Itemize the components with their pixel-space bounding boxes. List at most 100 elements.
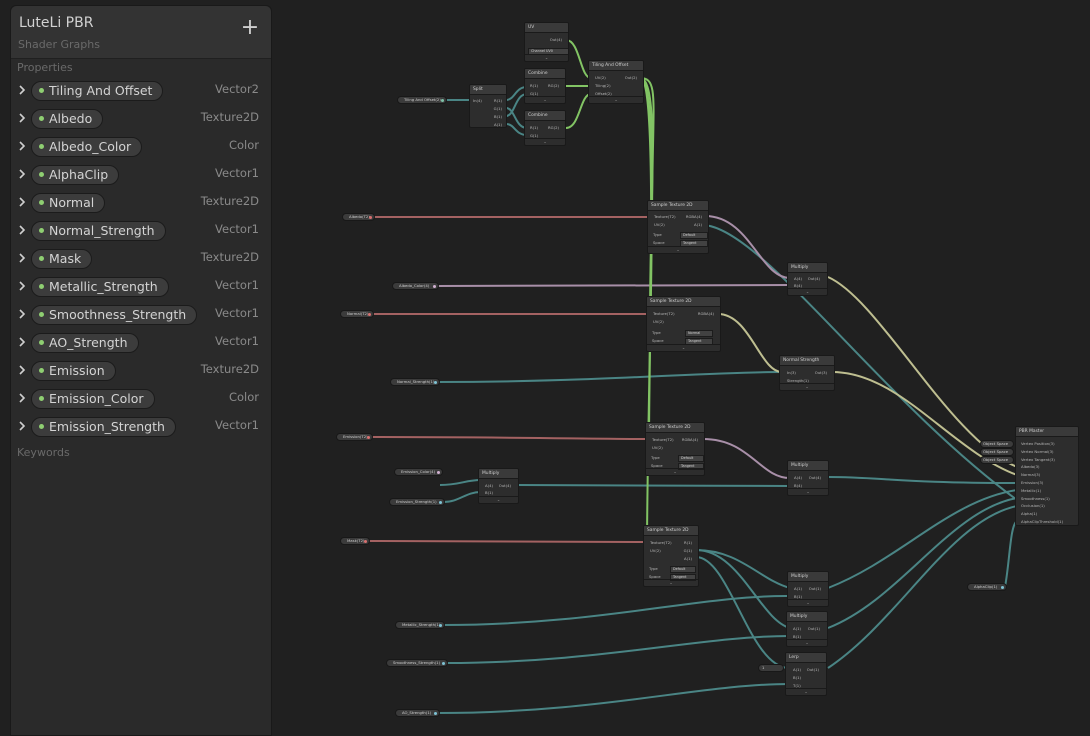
- chevron-right-icon[interactable]: [17, 139, 27, 153]
- lerp-a-default-value-field[interactable]: 1: [758, 664, 784, 672]
- node-collapse-chevron-icon[interactable]: ⌄: [787, 639, 827, 646]
- vertex-normal-space-field[interactable]: Object Space: [980, 448, 1014, 456]
- chevron-right-icon[interactable]: [17, 279, 27, 293]
- space-dropdown[interactable]: Tangent: [678, 463, 704, 470]
- vertex-tangent-space-field[interactable]: Object Space: [980, 456, 1014, 464]
- chevron-right-icon[interactable]: [17, 83, 27, 97]
- property-node-albedo[interactable]: Albedo(T2): [342, 213, 375, 221]
- chevron-right-icon[interactable]: [17, 223, 27, 237]
- chevron-right-icon[interactable]: [17, 111, 27, 125]
- property-pill[interactable]: AlphaClip: [31, 165, 120, 185]
- sample-texture-emission-node[interactable]: Sample Texture 2D Texture(T2) UV(2) RGBA…: [645, 422, 705, 476]
- property-node-alphaclip[interactable]: AlphaClip(1): [967, 583, 1007, 591]
- node-collapse-chevron-icon[interactable]: ⌄: [647, 344, 720, 351]
- sample-texture-albedo-node[interactable]: Sample Texture 2D Texture(T2) UV(2) RGBA…: [647, 200, 709, 254]
- node-collapse-chevron-icon[interactable]: ⌄: [525, 54, 568, 61]
- node-collapse-chevron-icon[interactable]: ⌄: [648, 246, 708, 253]
- normal-strength-node[interactable]: Normal Strength In(3) Strength(1) Out(3)…: [779, 355, 835, 391]
- tiling-and-offset-node[interactable]: Tiling And Offset UV(2) Tiling(2) Offset…: [588, 60, 644, 104]
- node-collapse-chevron-icon[interactable]: ⌄: [525, 96, 565, 103]
- property-pill[interactable]: Emission_Color: [31, 389, 155, 409]
- property-pill[interactable]: Tiling And Offset: [31, 81, 164, 101]
- tiling-offset-port-label: Offset(2): [595, 91, 612, 96]
- node-collapse-chevron-icon[interactable]: ⌄: [525, 138, 565, 145]
- type-dropdown[interactable]: Default: [680, 232, 708, 239]
- multiply-albedo-node[interactable]: Multiply A(4) B(4) Out(4) ⌄: [787, 262, 828, 296]
- node-collapse-chevron-icon[interactable]: ⌄: [589, 96, 643, 103]
- node-collapse-chevron-icon[interactable]: ⌄: [479, 496, 518, 503]
- sample-texture-normal-node[interactable]: Sample Texture 2D Texture(T2) UV(2) RGBA…: [646, 296, 721, 352]
- property-pill[interactable]: Metallic_Strength: [31, 277, 169, 297]
- node-title: Sample Texture 2D: [646, 423, 704, 433]
- property-node-ao-strength[interactable]: AO_Strength(1): [395, 709, 440, 717]
- property-node-mask[interactable]: Mask(T2): [340, 537, 370, 545]
- uv-node[interactable]: UV Out(4) Channel UV0 ⌄: [524, 22, 569, 62]
- vertex-position-space-field[interactable]: Object Space: [980, 440, 1014, 448]
- chevron-right-icon[interactable]: [17, 167, 27, 181]
- type-dropdown[interactable]: Default: [670, 566, 696, 573]
- property-pill[interactable]: Emission_Strength: [31, 417, 176, 437]
- property-node-emission[interactable]: Emission(T2): [336, 433, 373, 441]
- property-node-metallic-strength[interactable]: Metallic_Strength(1): [395, 621, 445, 629]
- property-type: Vector1: [215, 418, 259, 432]
- property-node-emission-strength[interactable]: Emission_Strength(1): [389, 498, 445, 506]
- add-property-button[interactable]: +: [240, 15, 260, 40]
- property-node-smoothness-strength[interactable]: Smoothness_Strength(1): [386, 659, 448, 667]
- node-collapse-chevron-icon[interactable]: ⌄: [788, 599, 828, 606]
- property-pill[interactable]: AO_Strength: [31, 333, 139, 353]
- chevron-right-icon[interactable]: [17, 363, 27, 377]
- node-collapse-chevron-icon[interactable]: ⌄: [788, 488, 828, 495]
- property-node-normal[interactable]: Normal(T2): [340, 310, 374, 318]
- property-pill[interactable]: Mask: [31, 249, 93, 269]
- property-node-albedo-color[interactable]: Albedo_Color(4): [392, 282, 439, 290]
- combine-node-1[interactable]: Combine R(1) G(1) RG(2) ⌄: [524, 68, 566, 104]
- multiply-emission-strength-node[interactable]: Multiply A(4) B(1) Out(4) ⌄: [478, 468, 519, 504]
- property-dot-icon: [39, 228, 44, 233]
- chevron-right-icon[interactable]: [17, 419, 27, 433]
- property-pill[interactable]: Albedo: [31, 109, 104, 129]
- property-node-tiling[interactable]: Tiling And Offset(2): [397, 96, 447, 104]
- property-pill[interactable]: Normal: [31, 193, 106, 213]
- node-collapse-chevron-icon[interactable]: ⌄: [786, 688, 826, 695]
- combine-node-2[interactable]: Combine R(1) G(1) RG(2) ⌄: [524, 110, 566, 146]
- property-node-normal-strength[interactable]: Normal_Strength(1): [390, 378, 440, 386]
- space-dropdown[interactable]: Tangent: [670, 574, 696, 581]
- chevron-right-icon[interactable]: [17, 335, 27, 349]
- multiply-smoothness-node[interactable]: Multiply A(1) B(1) Out(1) ⌄: [786, 611, 828, 647]
- chevron-right-icon[interactable]: [17, 307, 27, 321]
- property-pill[interactable]: Emission: [31, 361, 116, 381]
- pbr-master-node[interactable]: PBR Master Vertex Position(3)Vertex Norm…: [1015, 426, 1079, 526]
- multiply-metallic-node[interactable]: Multiply A(1) B(1) Out(1) ⌄: [787, 571, 829, 607]
- property-node-emission-color[interactable]: Emission_Color(4): [394, 468, 443, 476]
- chevron-right-icon[interactable]: [17, 195, 27, 209]
- sample-texture-mask-node[interactable]: Sample Texture 2D Texture(T2) UV(2) R(1)…: [643, 525, 699, 587]
- split-in-port-label: In(4): [473, 98, 482, 103]
- property-pill[interactable]: Smoothness_Strength: [31, 305, 198, 325]
- node-collapse-chevron-icon[interactable]: ⌄: [644, 579, 698, 586]
- split-node[interactable]: Split In(4) R(1) G(1) B(1) A(1): [469, 84, 507, 128]
- property-pill[interactable]: Albedo_Color: [31, 137, 143, 157]
- property-pill[interactable]: Normal_Strength: [31, 221, 166, 241]
- multiply-emission-node[interactable]: Multiply A(4) B(4) Out(4) ⌄: [787, 460, 829, 496]
- lerp-node[interactable]: Lerp A(1) B(1) T(1) Out(1) ⌄: [785, 652, 827, 696]
- chevron-right-icon[interactable]: [17, 391, 27, 405]
- node-collapse-chevron-icon[interactable]: ⌄: [646, 468, 704, 475]
- property-row[interactable]: Emission_Strength Vector1: [11, 416, 271, 438]
- type-dropdown[interactable]: Default: [678, 455, 704, 462]
- type-dropdown[interactable]: Normal: [685, 330, 713, 337]
- node-collapse-chevron-icon[interactable]: ⌄: [788, 288, 827, 295]
- chevron-right-icon[interactable]: [17, 251, 27, 265]
- node-collapse-chevron-icon[interactable]: ⌄: [780, 383, 834, 390]
